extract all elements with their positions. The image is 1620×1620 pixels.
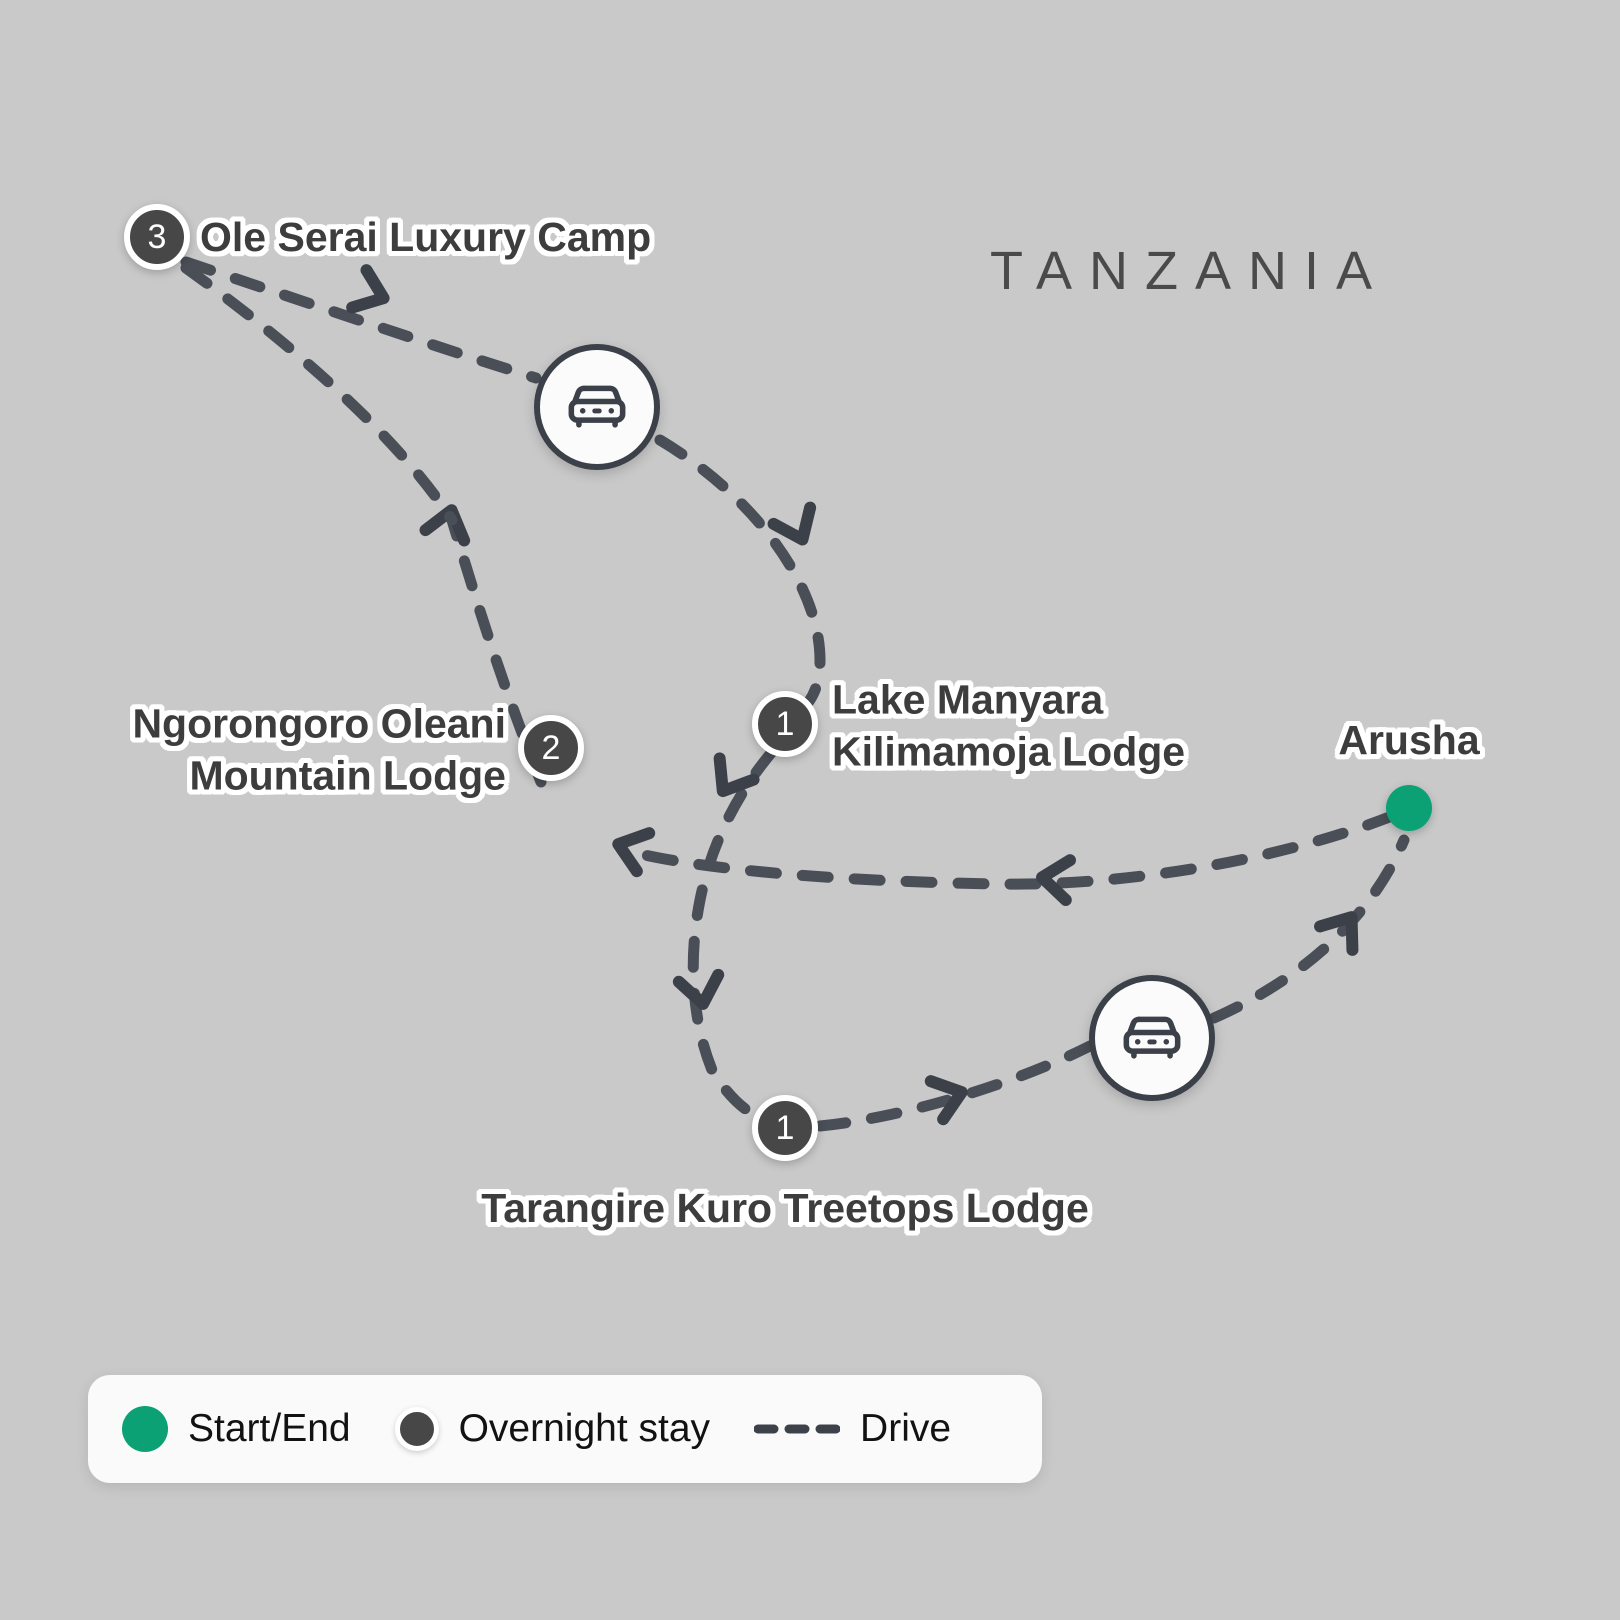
place-label-arusha: Arusha — [1338, 716, 1480, 763]
overnight-marker-nights: 2 — [541, 728, 561, 767]
place-label-ngorongoro-oleani: Ngorongoro Oleani Mountain Lodge — [132, 700, 506, 799]
route-path — [180, 256, 542, 384]
legend-item-drive: Drive — [754, 1407, 951, 1451]
overnight-marker-lake-manyara[interactable]: 1 — [752, 691, 818, 757]
route-arrow-icon — [1036, 854, 1076, 906]
overnight-marker-nights: 1 — [775, 704, 795, 743]
car-icon — [1117, 1003, 1187, 1073]
start-end-marker-arusha[interactable] — [1386, 785, 1432, 831]
route-arrow-icon — [924, 1075, 968, 1126]
legend-label-overnight-stay: Overnight stay — [458, 1407, 711, 1450]
route-arrow-icon — [713, 752, 760, 798]
car-icon — [562, 372, 632, 442]
route-arrow-icon — [672, 968, 725, 1010]
overnight-marker-nights: 1 — [775, 1108, 795, 1147]
route-arrow-icon — [767, 501, 817, 546]
legend-label-drive: Drive — [860, 1407, 952, 1450]
place-label-ole-serai-luxury-camp: Ole Serai Luxury Camp — [200, 213, 652, 260]
route-path — [446, 514, 547, 788]
route-arrow-icon — [612, 827, 656, 878]
legend-item-start-end: Start/End — [122, 1406, 351, 1452]
overnight-marker-ole-serai-luxury-camp[interactable]: 3 — [124, 204, 190, 270]
drive-dash-swatch — [754, 1424, 841, 1434]
legend-item-overnight-stay: Overnight stay — [394, 1407, 711, 1451]
legend-label-start-end: Start/End — [188, 1407, 351, 1450]
route-path — [1208, 834, 1410, 1024]
overnight-marker-tarangire-kuro-treetops-lodge[interactable]: 1 — [752, 1095, 818, 1161]
route-path — [654, 434, 826, 724]
place-label-lake-manyara: Lake Manyara Kilimamoja Lodge — [832, 676, 1186, 775]
drive-badge-1[interactable] — [534, 344, 660, 470]
drive-badge-2[interactable] — [1089, 975, 1215, 1101]
overnight-stay-dot-swatch — [394, 1407, 439, 1451]
country-label: TANZANIA — [990, 241, 1390, 301]
route-arrow-icon — [346, 264, 390, 314]
route-path — [634, 810, 1398, 890]
map-legend: Start/End Overnight stay Drive — [88, 1375, 1042, 1483]
overnight-marker-nights: 3 — [147, 217, 167, 256]
start-end-dot-swatch — [122, 1406, 168, 1452]
route-arrow-icon — [419, 504, 471, 547]
route-path — [180, 262, 458, 526]
route-path — [687, 746, 778, 1128]
place-label-tarangire-kuro-treetops-lodge: Tarangire Kuro Treetops Lodge — [481, 1184, 1089, 1231]
route-arrow-icon — [1314, 911, 1359, 956]
overnight-marker-ngorongoro-oleani[interactable]: 2 — [518, 715, 584, 781]
